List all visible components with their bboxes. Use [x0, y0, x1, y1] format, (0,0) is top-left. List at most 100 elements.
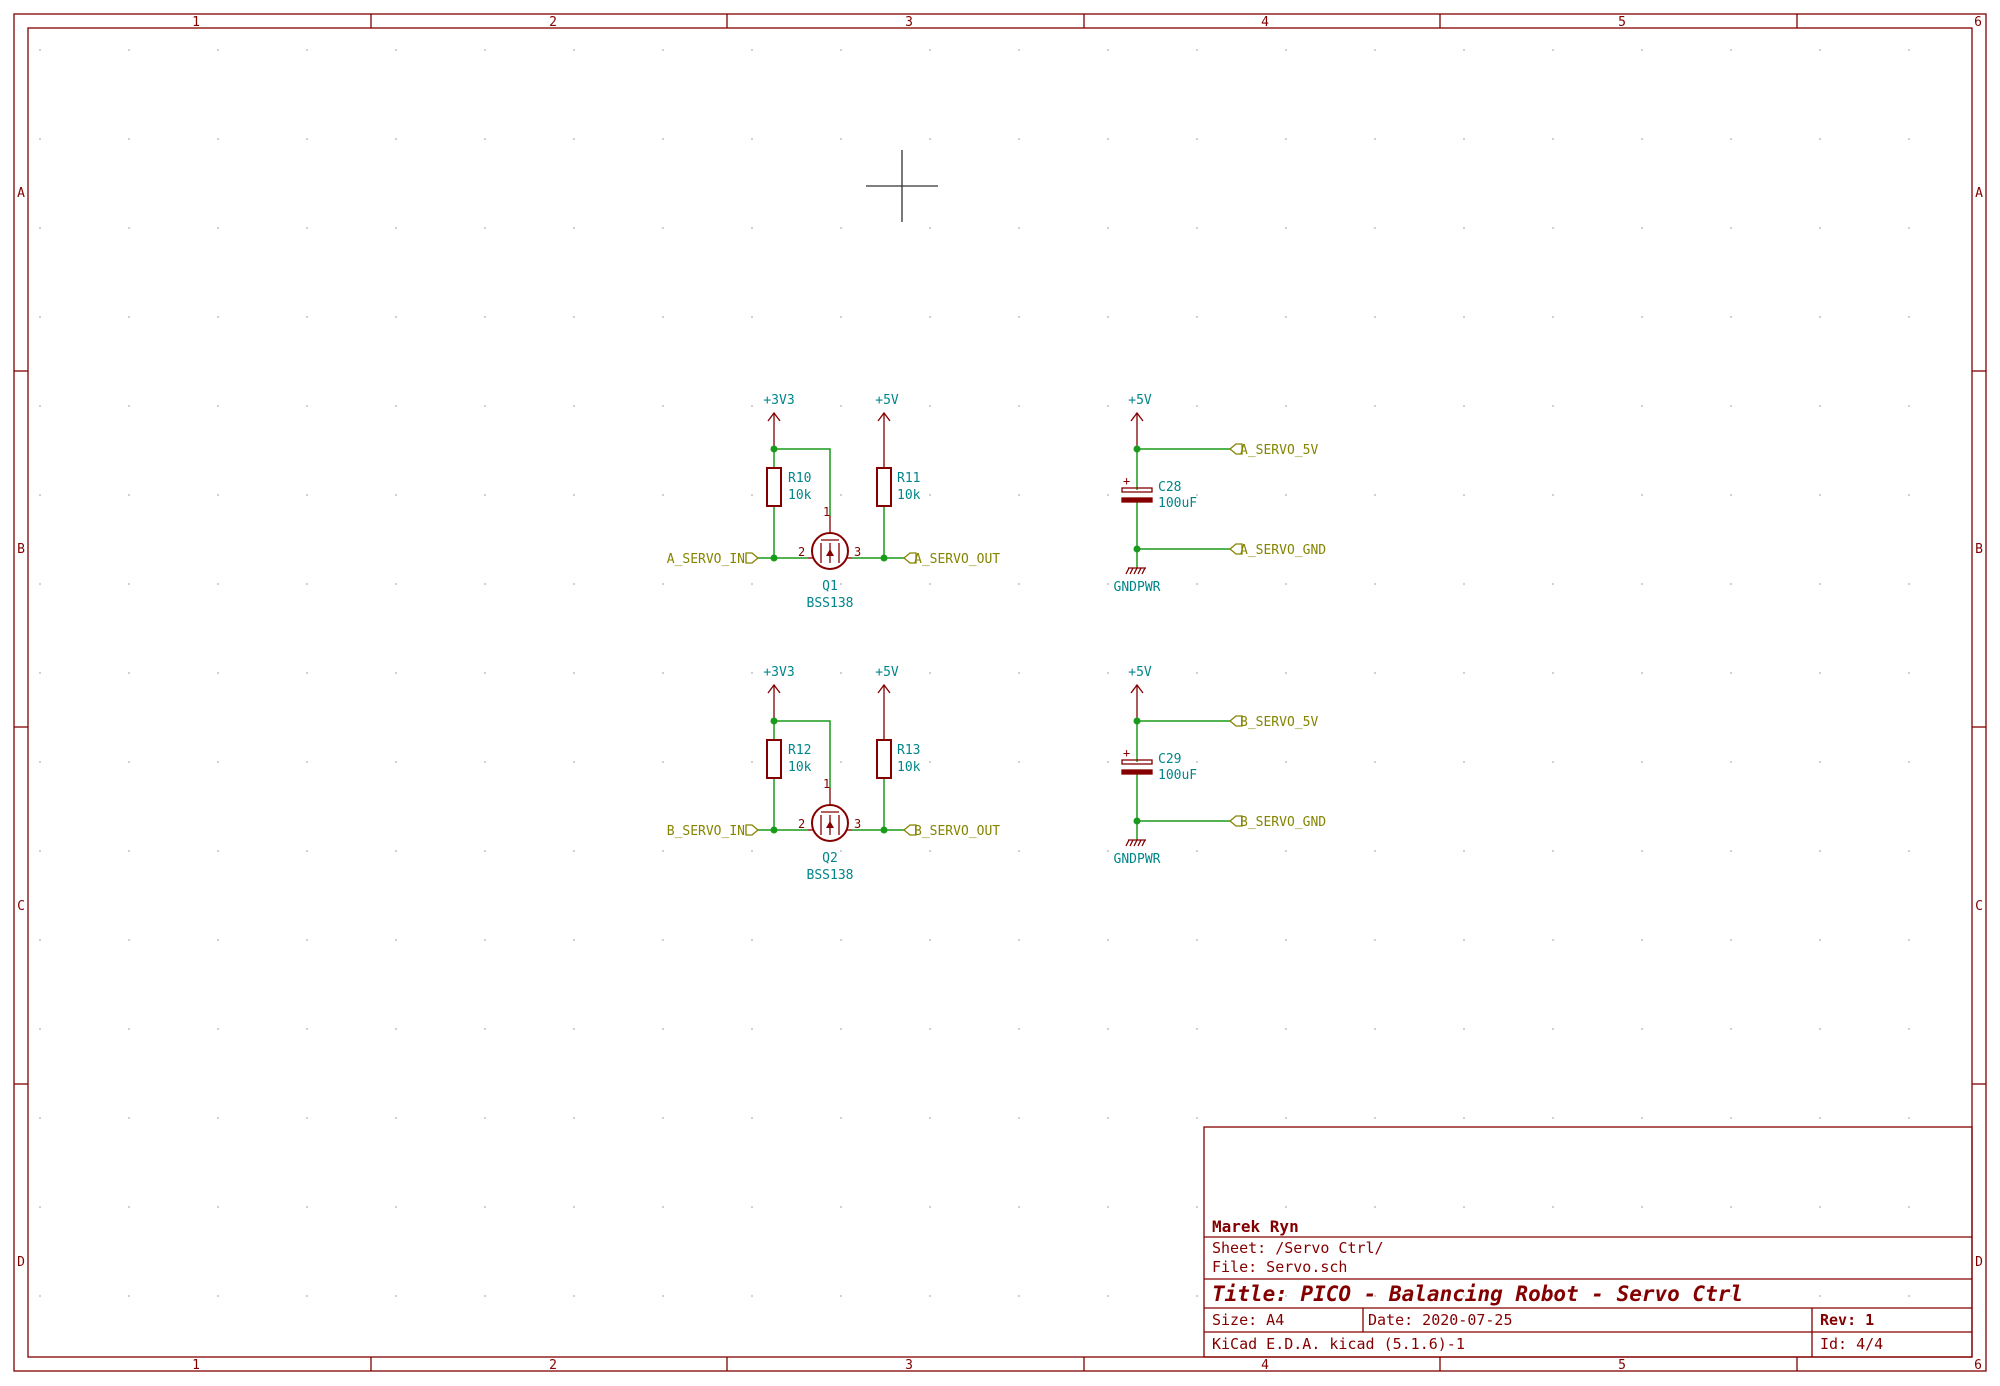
gndpwr-b[interactable]: GNDPWR — [1114, 839, 1161, 867]
col-label-2: 2 — [549, 15, 557, 30]
power-5v-label: +5V — [875, 393, 899, 408]
row-label-d: D — [17, 1255, 25, 1270]
col-label-1-bottom: 1 — [192, 1358, 200, 1373]
row-label-d-right: D — [1975, 1255, 1983, 1270]
r13-value: 10k — [897, 760, 921, 775]
label-b-servo-gnd[interactable]: B_SERVO_GND — [1228, 815, 1326, 830]
sheet-size: Size: A4 — [1212, 1311, 1284, 1329]
q1-pin-2: 2 — [798, 545, 805, 559]
sheet-rev: Rev: 1 — [1820, 1311, 1874, 1329]
r13-ref: R13 — [897, 743, 920, 758]
col-label-6-bottom: 6 — [1974, 1358, 1982, 1373]
capacitor-c28[interactable]: + C28 100uF — [1121, 474, 1197, 511]
mosfet-q2[interactable]: 1 2 3 Q2 BSS138 — [798, 777, 861, 883]
resistor-r11[interactable]: R11 10k — [876, 467, 921, 507]
label-b-servo-in[interactable]: B_SERVO_IN — [667, 824, 760, 839]
c29-plus: + — [1123, 746, 1130, 760]
label-a-servo-gnd[interactable]: A_SERVO_GND — [1228, 543, 1326, 558]
label-a-servo-gnd-text: A_SERVO_GND — [1240, 543, 1326, 558]
col-label-5: 5 — [1618, 15, 1626, 30]
label-a-servo-out-text: A_SERVO_OUT — [914, 552, 1000, 567]
file-name: File: Servo.sch — [1212, 1258, 1347, 1276]
power-5v-a2[interactable]: +5V — [1128, 393, 1152, 449]
r11-ref: R11 — [897, 471, 920, 486]
sheet-date: Date: 2020-07-25 — [1368, 1311, 1513, 1329]
power-5v-a[interactable]: +5V — [875, 393, 899, 468]
col-label-4-bottom: 4 — [1261, 1358, 1269, 1373]
sheet-title: Title: PICO - Balancing Robot - Servo Ct… — [1212, 1282, 1743, 1306]
col-label-3: 3 — [905, 15, 913, 30]
servo-supply-a: +5V + C28 100uF GNDPWR A_SERVO_5V — [1114, 393, 1327, 595]
capacitor-c29[interactable]: + C29 100uF — [1121, 746, 1197, 783]
power-3v3-b[interactable]: +3V3 — [763, 665, 795, 721]
title-block: Marek Ryn Sheet: /Servo Ctrl/ File: Serv… — [1203, 1126, 1973, 1358]
col-label-6: 6 — [1974, 15, 1982, 30]
power-5v-b-label: +5V — [875, 665, 899, 680]
q2-value: BSS138 — [807, 868, 854, 883]
kicad-version: KiCad E.D.A. kicad (5.1.6)-1 — [1212, 1335, 1465, 1353]
label-b-servo-in-text: B_SERVO_IN — [667, 824, 745, 839]
q1-value: BSS138 — [807, 596, 854, 611]
col-label-3-bottom: 3 — [905, 1358, 913, 1373]
power-3v3-label: +3V3 — [763, 393, 794, 408]
sheet-path: Sheet: /Servo Ctrl/ — [1212, 1239, 1384, 1257]
gndpwr-a[interactable]: GNDPWR — [1114, 567, 1161, 595]
label-b-servo-gnd-text: B_SERVO_GND — [1240, 815, 1326, 830]
label-b-servo-5v[interactable]: B_SERVO_5V — [1228, 715, 1318, 730]
resistor-r10[interactable]: R10 10k — [766, 467, 812, 507]
r10-value: 10k — [788, 488, 812, 503]
c28-value: 100uF — [1158, 496, 1197, 511]
gndpwr-b-label: GNDPWR — [1114, 852, 1161, 867]
c29-ref: C29 — [1158, 752, 1181, 767]
row-label-b: B — [17, 542, 25, 557]
sheet-id: Id: 4/4 — [1820, 1335, 1883, 1353]
servo-supply-b: +5V + C29 100uF GNDPWR B_SERVO_5V — [1114, 665, 1327, 867]
row-label-a: A — [17, 186, 25, 201]
label-a-servo-5v[interactable]: A_SERVO_5V — [1228, 443, 1318, 458]
q1-pin-1: 1 — [823, 505, 830, 519]
row-label-c: C — [17, 899, 25, 914]
q1-pin-3: 3 — [854, 545, 861, 559]
power-5v-a2-label: +5V — [1128, 393, 1152, 408]
q2-pin-1: 1 — [823, 777, 830, 791]
power-5v-b[interactable]: +5V — [875, 665, 899, 740]
col-label-2-bottom: 2 — [549, 1358, 557, 1373]
c29-value: 100uF — [1158, 768, 1197, 783]
q2-pin-3: 3 — [854, 817, 861, 831]
row-label-c-right: C — [1975, 899, 1983, 914]
row-label-b-right: B — [1975, 542, 1983, 557]
crosshair-cursor-icon — [866, 150, 938, 222]
label-a-servo-in[interactable]: A_SERVO_IN — [667, 552, 760, 567]
power-5v-b2[interactable]: +5V — [1128, 665, 1152, 721]
label-b-servo-out[interactable]: B_SERVO_OUT — [902, 824, 1000, 839]
resistor-r13[interactable]: R13 10k — [876, 739, 921, 779]
c28-plus: + — [1123, 474, 1130, 488]
col-label-4: 4 — [1261, 15, 1269, 30]
col-label-1: 1 — [192, 15, 200, 30]
q1-ref: Q1 — [822, 579, 838, 594]
r11-value: 10k — [897, 488, 921, 503]
resistor-r12[interactable]: R12 10k — [766, 739, 812, 779]
c28-ref: C28 — [1158, 480, 1181, 495]
q2-ref: Q2 — [822, 851, 838, 866]
power-5v-b2-label: +5V — [1128, 665, 1152, 680]
gndpwr-a-label: GNDPWR — [1114, 580, 1161, 595]
row-label-a-right: A — [1975, 186, 1983, 201]
mosfet-q1[interactable]: 1 2 3 Q1 BSS138 — [798, 505, 861, 611]
power-3v3-a[interactable]: +3V3 — [763, 393, 795, 449]
label-a-servo-out[interactable]: A_SERVO_OUT — [902, 552, 1000, 567]
q2-pin-2: 2 — [798, 817, 805, 831]
label-a-servo-5v-text: A_SERVO_5V — [1240, 443, 1318, 458]
label-b-servo-5v-text: B_SERVO_5V — [1240, 715, 1318, 730]
grid-dots — [39, 49, 1910, 1297]
label-a-servo-in-text: A_SERVO_IN — [667, 552, 745, 567]
drawing-frame: 1 2 3 4 5 6 1 2 3 4 5 6 A B C D A B C D — [13, 13, 1987, 1373]
r12-value: 10k — [788, 760, 812, 775]
author-name: Marek Ryn — [1212, 1217, 1299, 1236]
level-shifter-a: +3V3 +5V R10 10k R11 10k — [667, 393, 1001, 611]
power-3v3-b-label: +3V3 — [763, 665, 794, 680]
r10-ref: R10 — [788, 471, 811, 486]
col-label-5-bottom: 5 — [1618, 1358, 1626, 1373]
label-b-servo-out-text: B_SERVO_OUT — [914, 824, 1000, 839]
